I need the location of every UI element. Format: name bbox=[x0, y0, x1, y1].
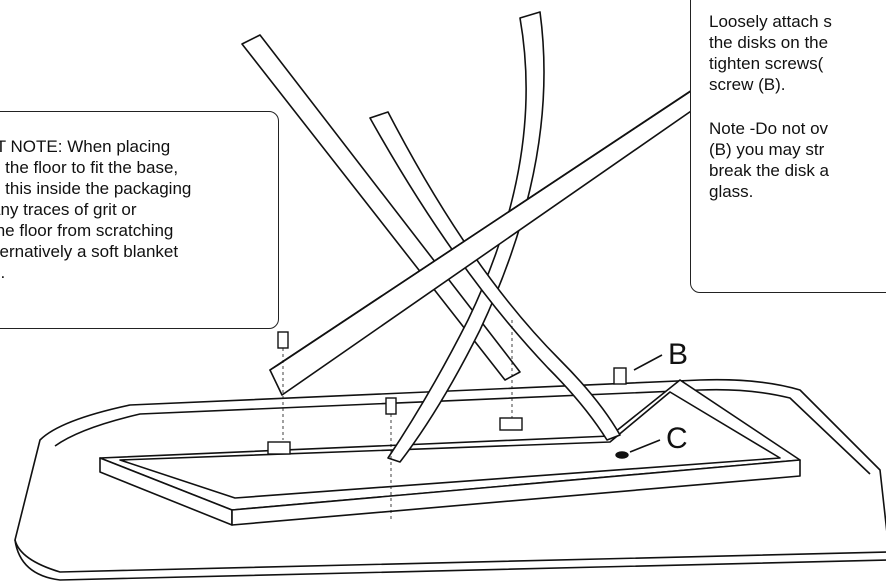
warning-line: Note -Do not ov bbox=[709, 119, 829, 138]
warning-line: break the disk a bbox=[709, 161, 830, 180]
instruction-line: screw (B). bbox=[709, 75, 786, 94]
packaging-note-line: the floor from scratching bbox=[0, 221, 174, 240]
screw-b bbox=[613, 367, 627, 385]
packaging-note-box: IT NOTE: When placing n the floor to fit… bbox=[0, 111, 279, 329]
screw-2 bbox=[385, 397, 397, 415]
packaging-note-line: n the floor to fit the base, bbox=[0, 158, 179, 177]
packaging-note-line: d. bbox=[0, 263, 6, 282]
warning-line: glass. bbox=[709, 182, 754, 201]
frame-front-right bbox=[231, 459, 801, 526]
instruction-line: Loosely attach s bbox=[709, 12, 832, 31]
label-c: C bbox=[666, 422, 688, 455]
screw-1 bbox=[277, 331, 289, 349]
packaging-note-line: o this inside the packaging bbox=[0, 179, 192, 198]
packaging-note-line: any traces of grit or bbox=[0, 200, 137, 219]
pad-1 bbox=[267, 441, 291, 455]
warning-line: (B) you may str bbox=[709, 140, 825, 159]
leg-back-vertical bbox=[387, 11, 545, 463]
leader-c bbox=[629, 439, 661, 453]
leg-back-left bbox=[241, 34, 521, 381]
table-top-inner-edge bbox=[54, 388, 871, 475]
instruction-line: the disks on the bbox=[709, 33, 829, 52]
pad-2 bbox=[499, 417, 523, 431]
leg-long-beam-top bbox=[269, 81, 705, 371]
assembly-instructions-box: Loosely attach s the disks on the tighte… bbox=[690, 0, 886, 293]
packaging-note-line: IT NOTE: When placing bbox=[0, 137, 171, 156]
frame-inner bbox=[119, 391, 781, 499]
washer-c bbox=[615, 451, 629, 459]
table-top-edge bbox=[14, 539, 886, 573]
instruction-line: tighten screws( bbox=[709, 54, 824, 73]
leader-b bbox=[633, 354, 663, 371]
label-b: B bbox=[668, 338, 688, 371]
packaging-note-line: lternatively a soft blanket bbox=[0, 242, 179, 261]
